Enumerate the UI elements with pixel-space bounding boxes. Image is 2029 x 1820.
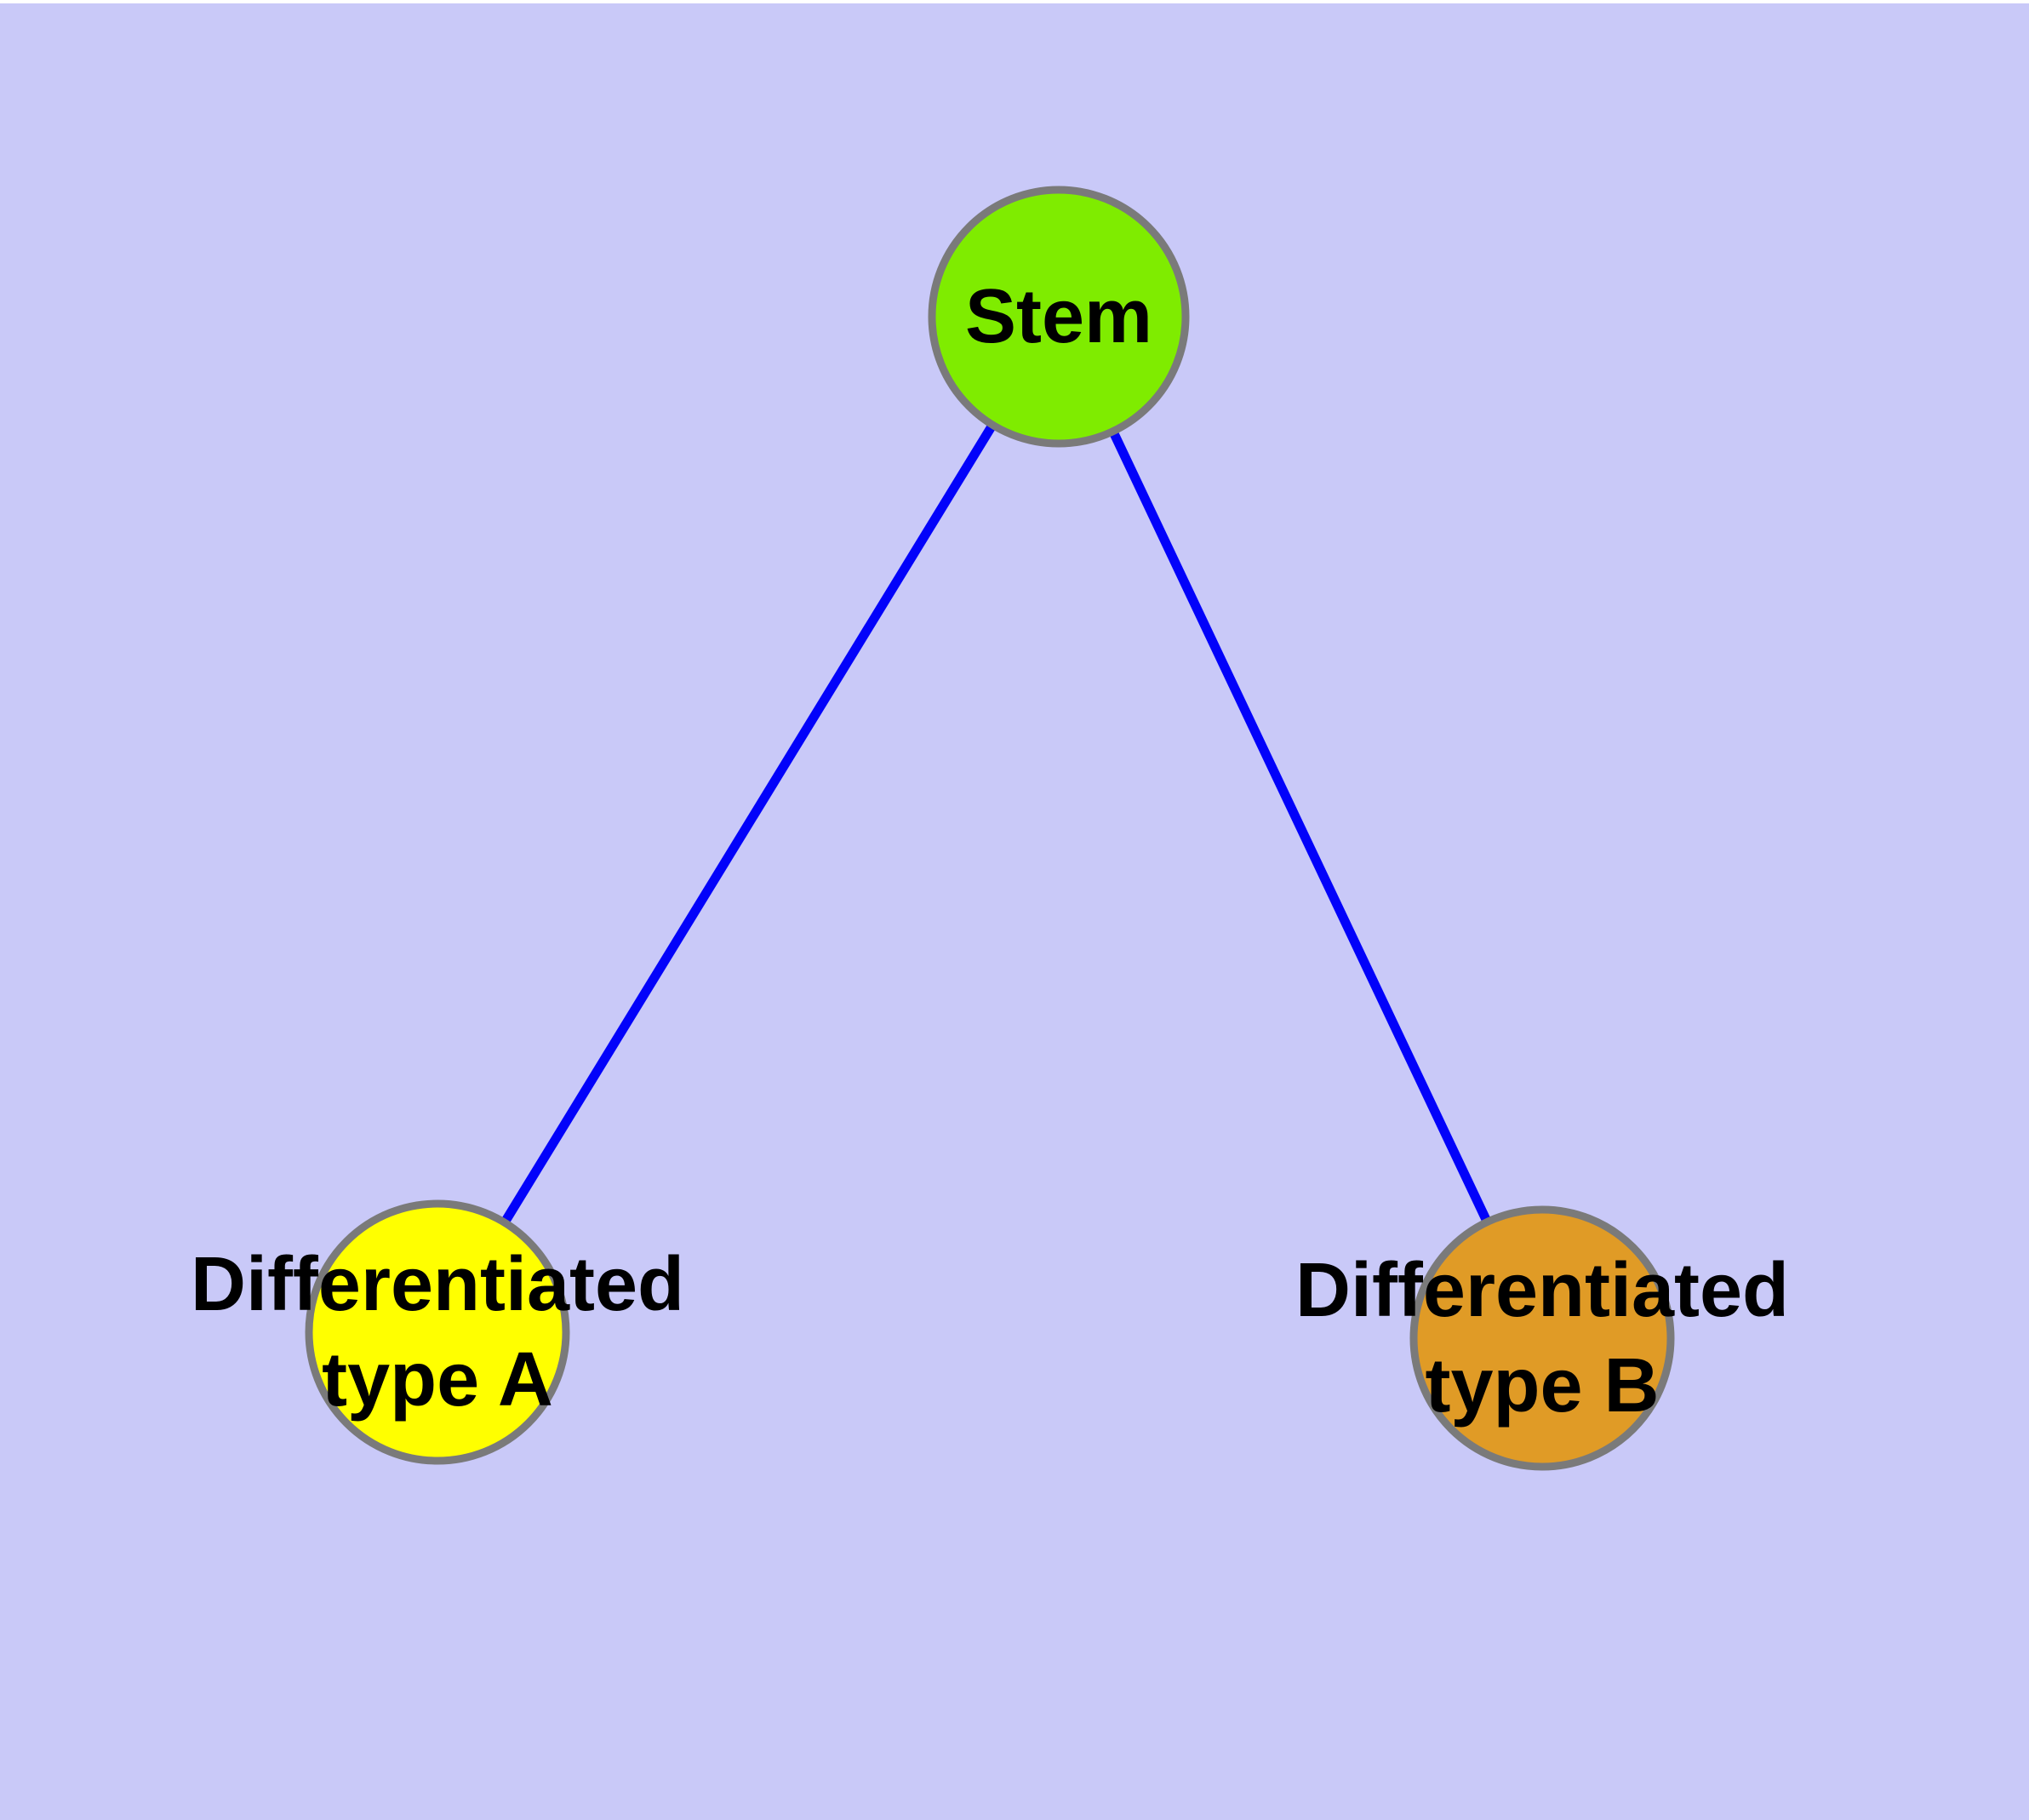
node-differentiated-type-a-label-line-1: Differentiated — [191, 1242, 684, 1327]
edge-stem-to-differentiated-type-b — [1055, 314, 1546, 1341]
edge-stem-to-differentiated-type-a — [433, 314, 1063, 1335]
top-margin — [0, 0, 2029, 3]
node-stem-label-line-1: Stem — [965, 274, 1152, 359]
node-stem-circle — [928, 186, 1190, 448]
node-differentiated-type-b-label-line-1: Differentiated — [1295, 1248, 1789, 1333]
node-stem-label: Stem — [965, 274, 1152, 359]
node-differentiated-type-b-circle — [1409, 1205, 1675, 1471]
node-differentiated-type-a-circle — [305, 1199, 570, 1465]
node-differentiated-type-a-label: Differentiated type A — [191, 1242, 684, 1422]
node-differentiated-type-b-label: Differentiated type B — [1295, 1248, 1789, 1428]
node-differentiated-type-a-label-line-2: type A — [322, 1337, 553, 1422]
node-differentiated-type-b-label-line-2: type B — [1425, 1343, 1659, 1428]
